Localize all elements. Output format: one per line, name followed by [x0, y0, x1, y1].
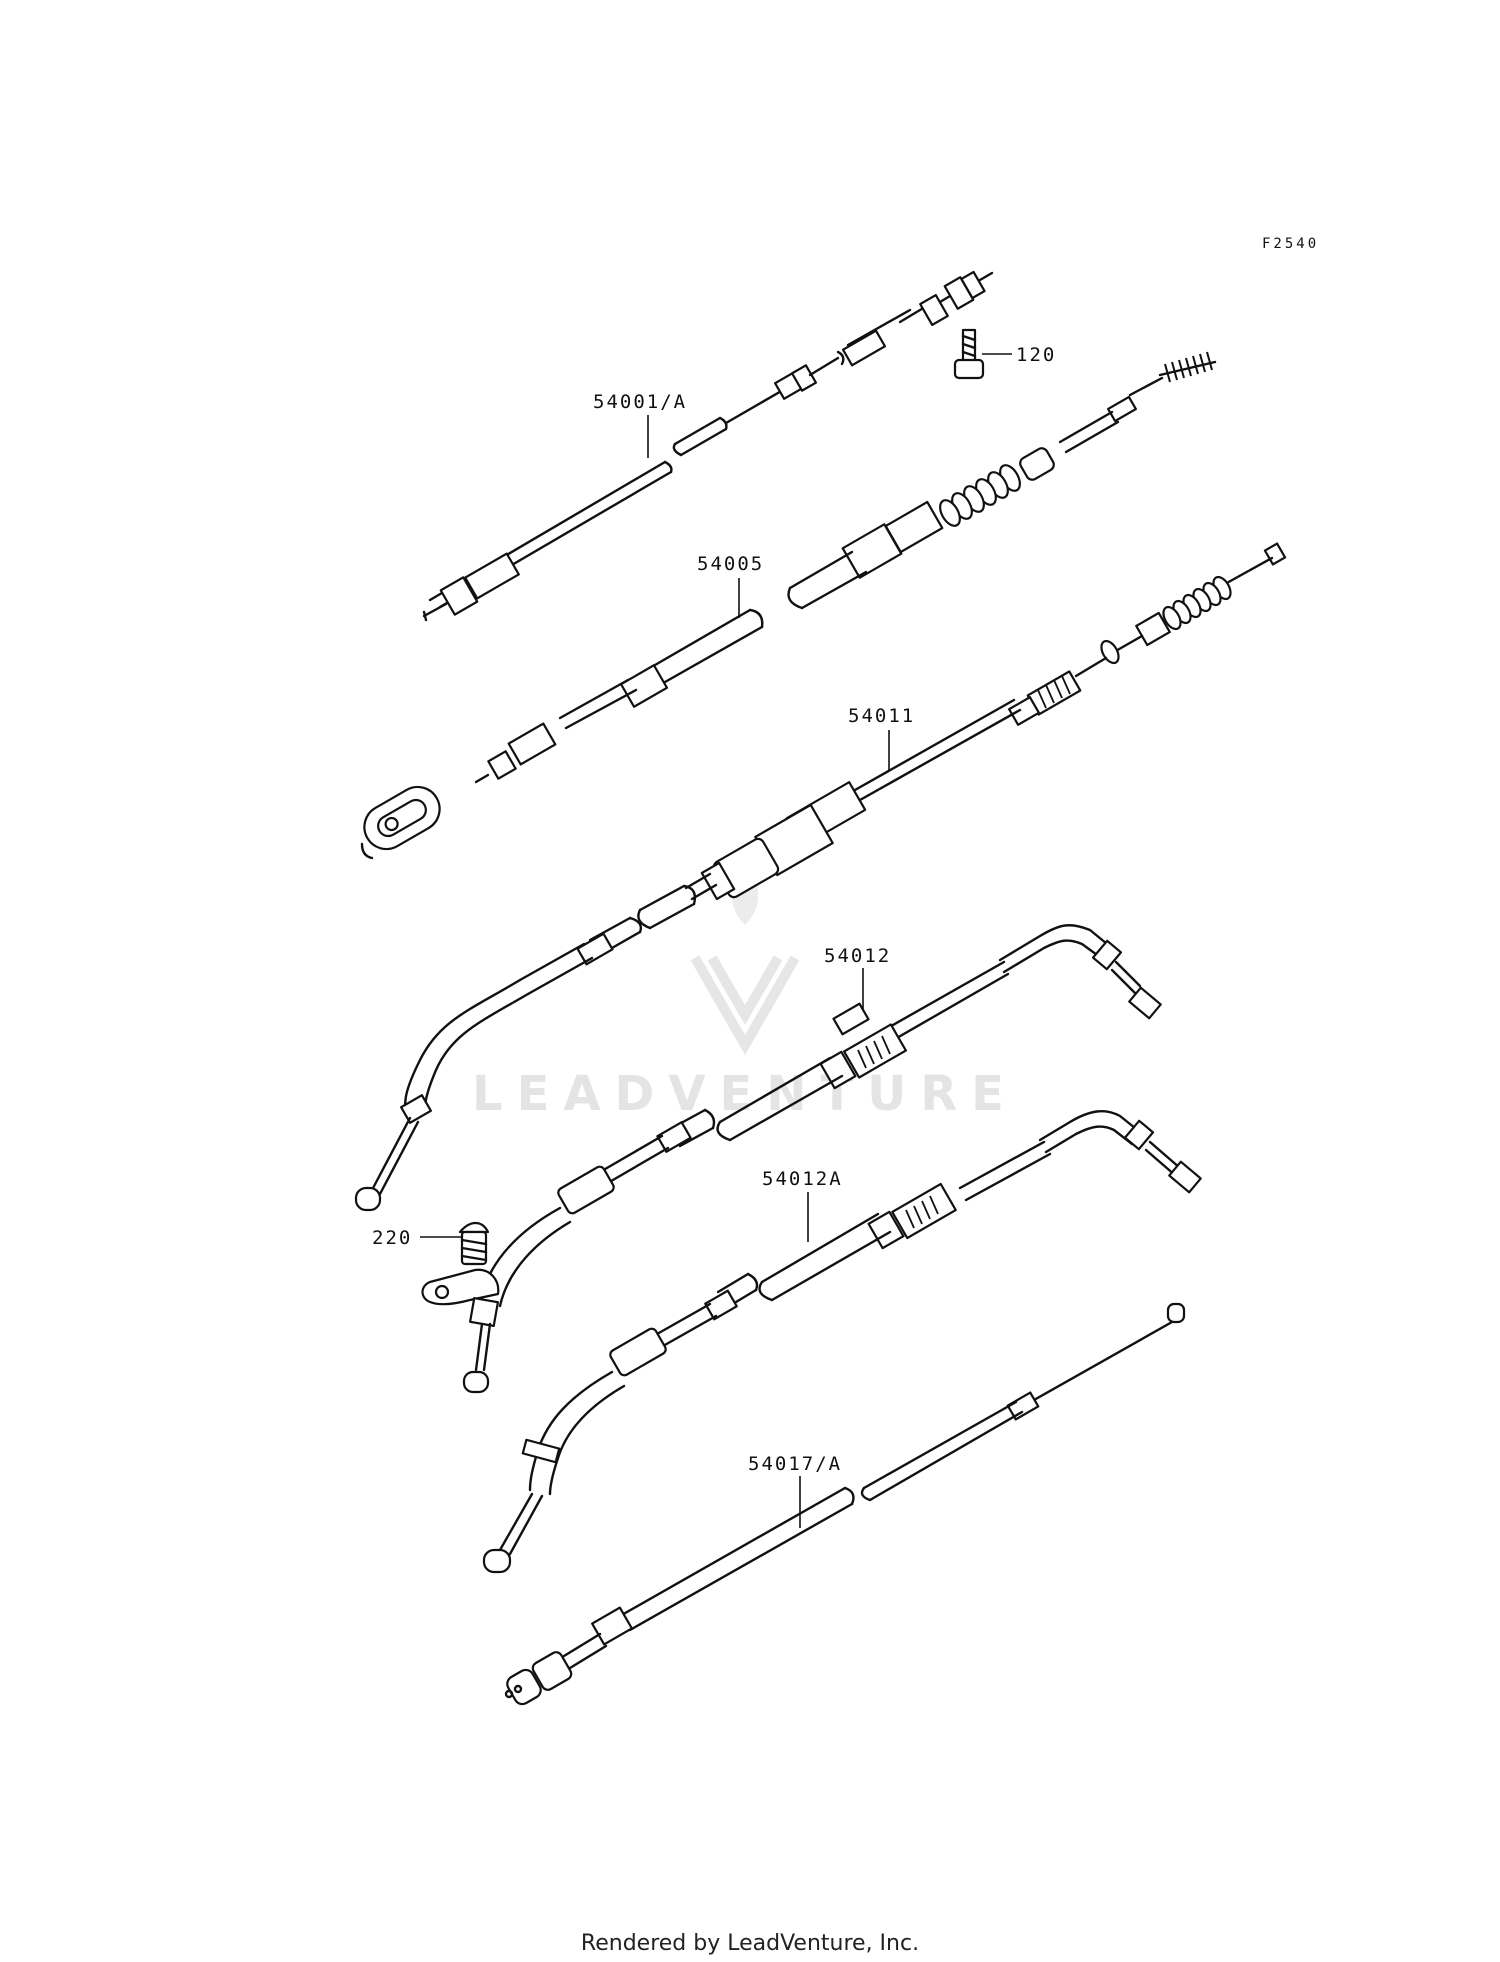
figure-code: F2540: [1262, 236, 1319, 252]
cable-54017-a: [504, 1302, 1186, 1706]
part-label-54005: 54005: [697, 553, 764, 575]
callout-220: 220: [372, 1227, 462, 1249]
callout-54017-a: 54017/A: [748, 1453, 842, 1528]
part-label-54012: 54012: [824, 945, 891, 967]
bolt-120: [953, 328, 985, 380]
part-label-54012a: 54012A: [762, 1168, 843, 1190]
cable-54005: [360, 351, 1217, 860]
part-label-220: 220: [372, 1227, 412, 1249]
part-label-54017-a: 54017/A: [748, 1453, 842, 1475]
cable-54001-a: [422, 270, 994, 622]
callout-54011: 54011: [848, 705, 915, 770]
part-label-54011: 54011: [848, 705, 915, 727]
callout-54001-a: 54001/A: [593, 391, 687, 458]
watermark: LEADVENTURE: [472, 862, 1018, 1122]
cable-54012: [421, 924, 1162, 1394]
watermark-text: LEADVENTURE: [472, 1066, 1018, 1122]
callout-54005: 54005: [697, 553, 764, 618]
part-label-54001-a: 54001/A: [593, 391, 687, 413]
cable-54012a: [482, 1110, 1202, 1574]
screw-220: [458, 1221, 490, 1266]
callout-54012a: 54012A: [762, 1168, 843, 1242]
part-label-120: 120: [1016, 344, 1056, 366]
callout-120: 120: [982, 344, 1056, 366]
footer-credit: Rendered by LeadVenture, Inc.: [581, 1931, 919, 1956]
cable-54011: [354, 542, 1287, 1212]
callout-54012: 54012: [824, 945, 891, 1010]
